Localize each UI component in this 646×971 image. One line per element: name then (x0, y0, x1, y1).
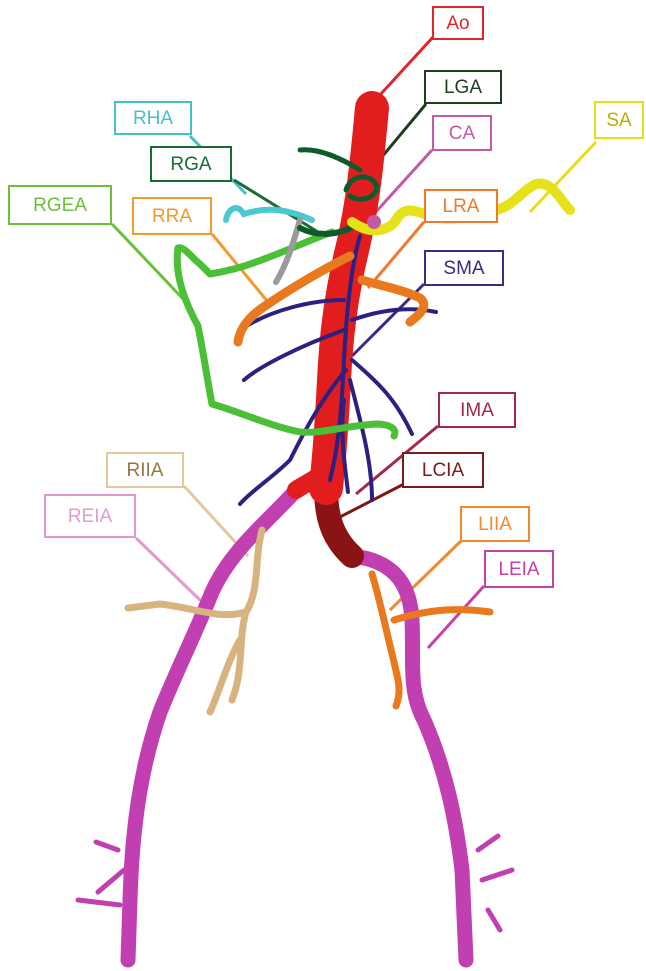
label-ima: IMA (438, 392, 516, 428)
label-lra: LRA (424, 189, 498, 223)
external-iliac-arteries (78, 486, 512, 960)
label-leia: LEIA (484, 550, 554, 588)
label-rra: RRA (132, 197, 212, 235)
label-ca: CA (432, 115, 492, 151)
label-rgea: RGEA (8, 185, 112, 225)
label-reia: REIA (44, 494, 136, 538)
leader-reia (136, 538, 202, 602)
label-riia: RIIA (106, 452, 184, 488)
right-femoral-branch (78, 842, 124, 905)
left-femoral-branch (478, 836, 512, 930)
label-rha: RHA (114, 101, 192, 135)
label-ao: Ao (432, 6, 484, 40)
celiac-axis (367, 215, 381, 229)
label-rga: RGA (150, 146, 232, 182)
internal-iliac-arteries (128, 530, 490, 712)
leader-leia (428, 586, 484, 648)
label-sma: SMA (424, 250, 504, 286)
leader-rga (234, 180, 318, 232)
label-sa: SA (594, 101, 644, 139)
label-lcia: LCIA (402, 452, 484, 488)
label-lga: LGA (424, 70, 502, 104)
label-liia: LIIA (460, 506, 530, 542)
left-internal-iliac (372, 574, 490, 706)
